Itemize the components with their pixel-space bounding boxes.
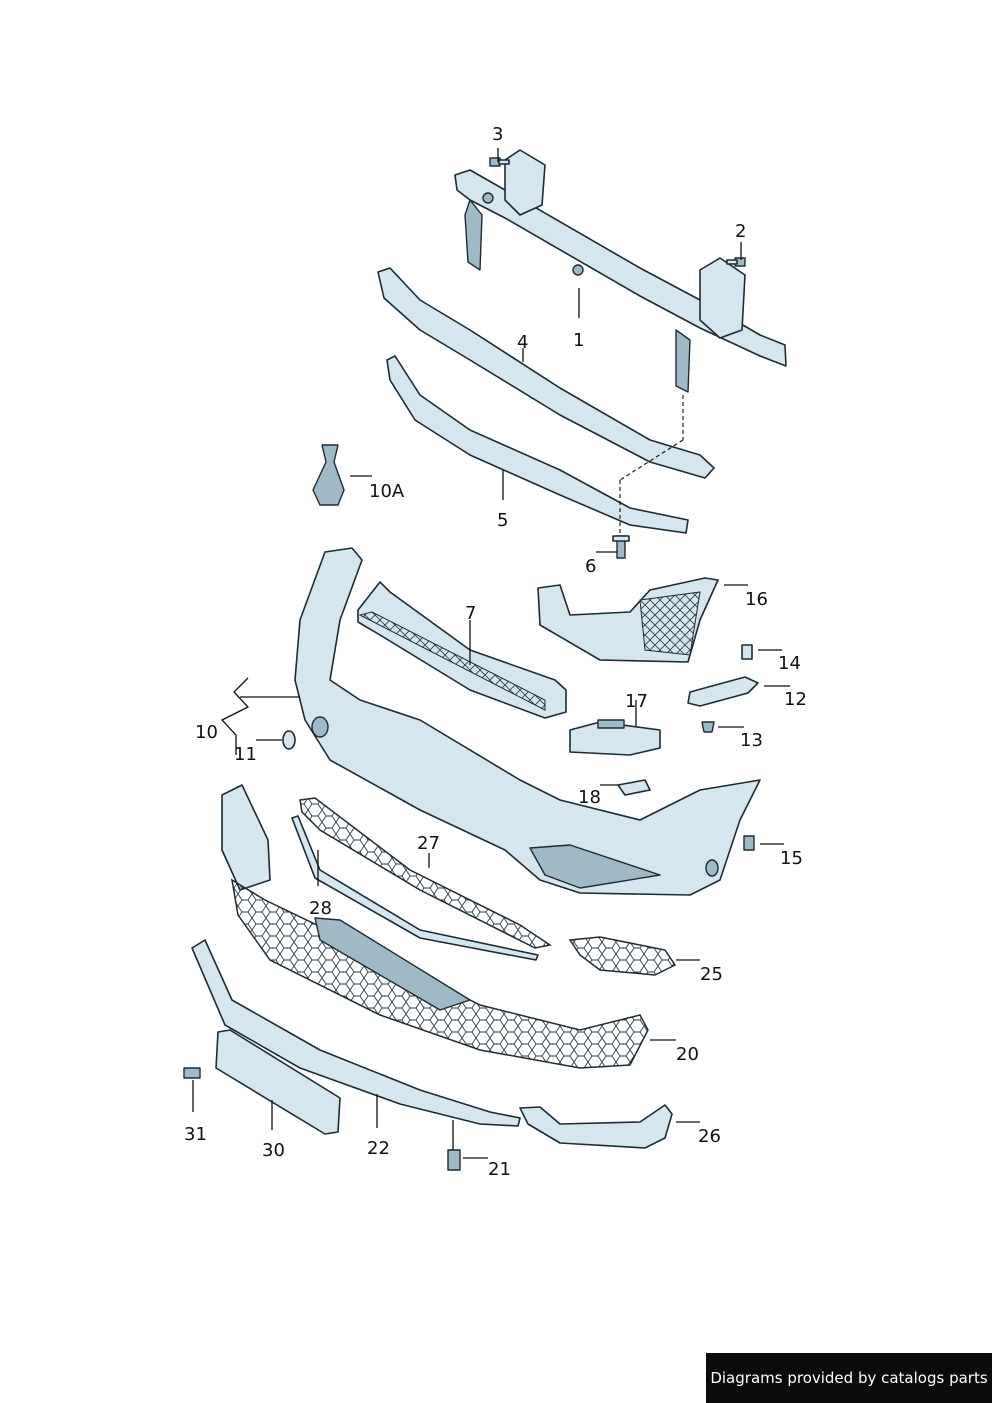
callout-22: 22: [367, 1138, 390, 1159]
part-6-clip: [612, 535, 630, 559]
callout-12: 12: [784, 689, 807, 710]
part-5-absorber: [386, 355, 689, 534]
callout-20: 20: [676, 1044, 699, 1065]
callout-25: 25: [700, 964, 723, 985]
part-7-air-guide: [357, 581, 567, 719]
callout-15: 15: [780, 848, 803, 869]
callout-17: 17: [625, 691, 648, 712]
part-10-bumper-cover: [294, 547, 761, 896]
part-15-bolt: [743, 835, 755, 851]
part-10a-bottle: [312, 444, 345, 506]
part-14-clip: [741, 644, 753, 660]
part-22-spoiler-lip: [191, 939, 521, 1127]
callout-31: 31: [184, 1124, 207, 1145]
callout-18: 18: [578, 787, 601, 808]
part-31-clip: [183, 1067, 201, 1079]
part-26-lower-trim: [519, 1104, 673, 1149]
callout-1: 1: [573, 330, 585, 351]
part-11-cap: [282, 730, 296, 750]
callout-27: 27: [417, 833, 440, 854]
callout-11: 11: [234, 744, 257, 765]
part-3-bolt: [489, 157, 510, 167]
callout-14: 14: [778, 653, 801, 674]
callout-6: 6: [585, 556, 597, 577]
part-4-impact-beam: [377, 267, 715, 479]
callout-13: 13: [740, 730, 763, 751]
callout-28: 28: [309, 898, 332, 919]
part-12-guide: [687, 676, 759, 707]
callout-10: 10: [195, 722, 218, 743]
part-27-upper-grille: [299, 797, 552, 949]
part-21-bolt: [447, 1149, 461, 1171]
callout-2: 2: [735, 221, 747, 242]
part-16-bracket: [537, 577, 719, 663]
callout-5: 5: [497, 510, 509, 531]
part-13-nut: [701, 721, 715, 733]
callout-26: 26: [698, 1126, 721, 1147]
part-17-sensor-bracket: [569, 719, 661, 756]
callout-21: 21: [488, 1159, 511, 1180]
part-20-lower-grille: [221, 784, 649, 1069]
part-18-cap: [617, 779, 651, 796]
part-30-plate-holder: [215, 1029, 341, 1135]
callout-4: 4: [517, 332, 529, 353]
footer-text: Diagrams provided by catalogs parts: [710, 1369, 988, 1387]
callout-7: 7: [465, 603, 477, 624]
part-1-cross-member: [454, 149, 787, 393]
leader-lines: [192, 148, 790, 1159]
footer-banner: Diagrams provided by catalogs parts: [706, 1353, 992, 1403]
part-28-trim-strip: [291, 815, 539, 961]
callout-30: 30: [262, 1140, 285, 1161]
callout-10a: 10A: [369, 481, 405, 502]
part-25-fog-grille: [568, 936, 677, 976]
part-2-bolt: [726, 257, 746, 267]
callout-3: 3: [492, 124, 504, 145]
callout-16: 16: [745, 589, 768, 610]
